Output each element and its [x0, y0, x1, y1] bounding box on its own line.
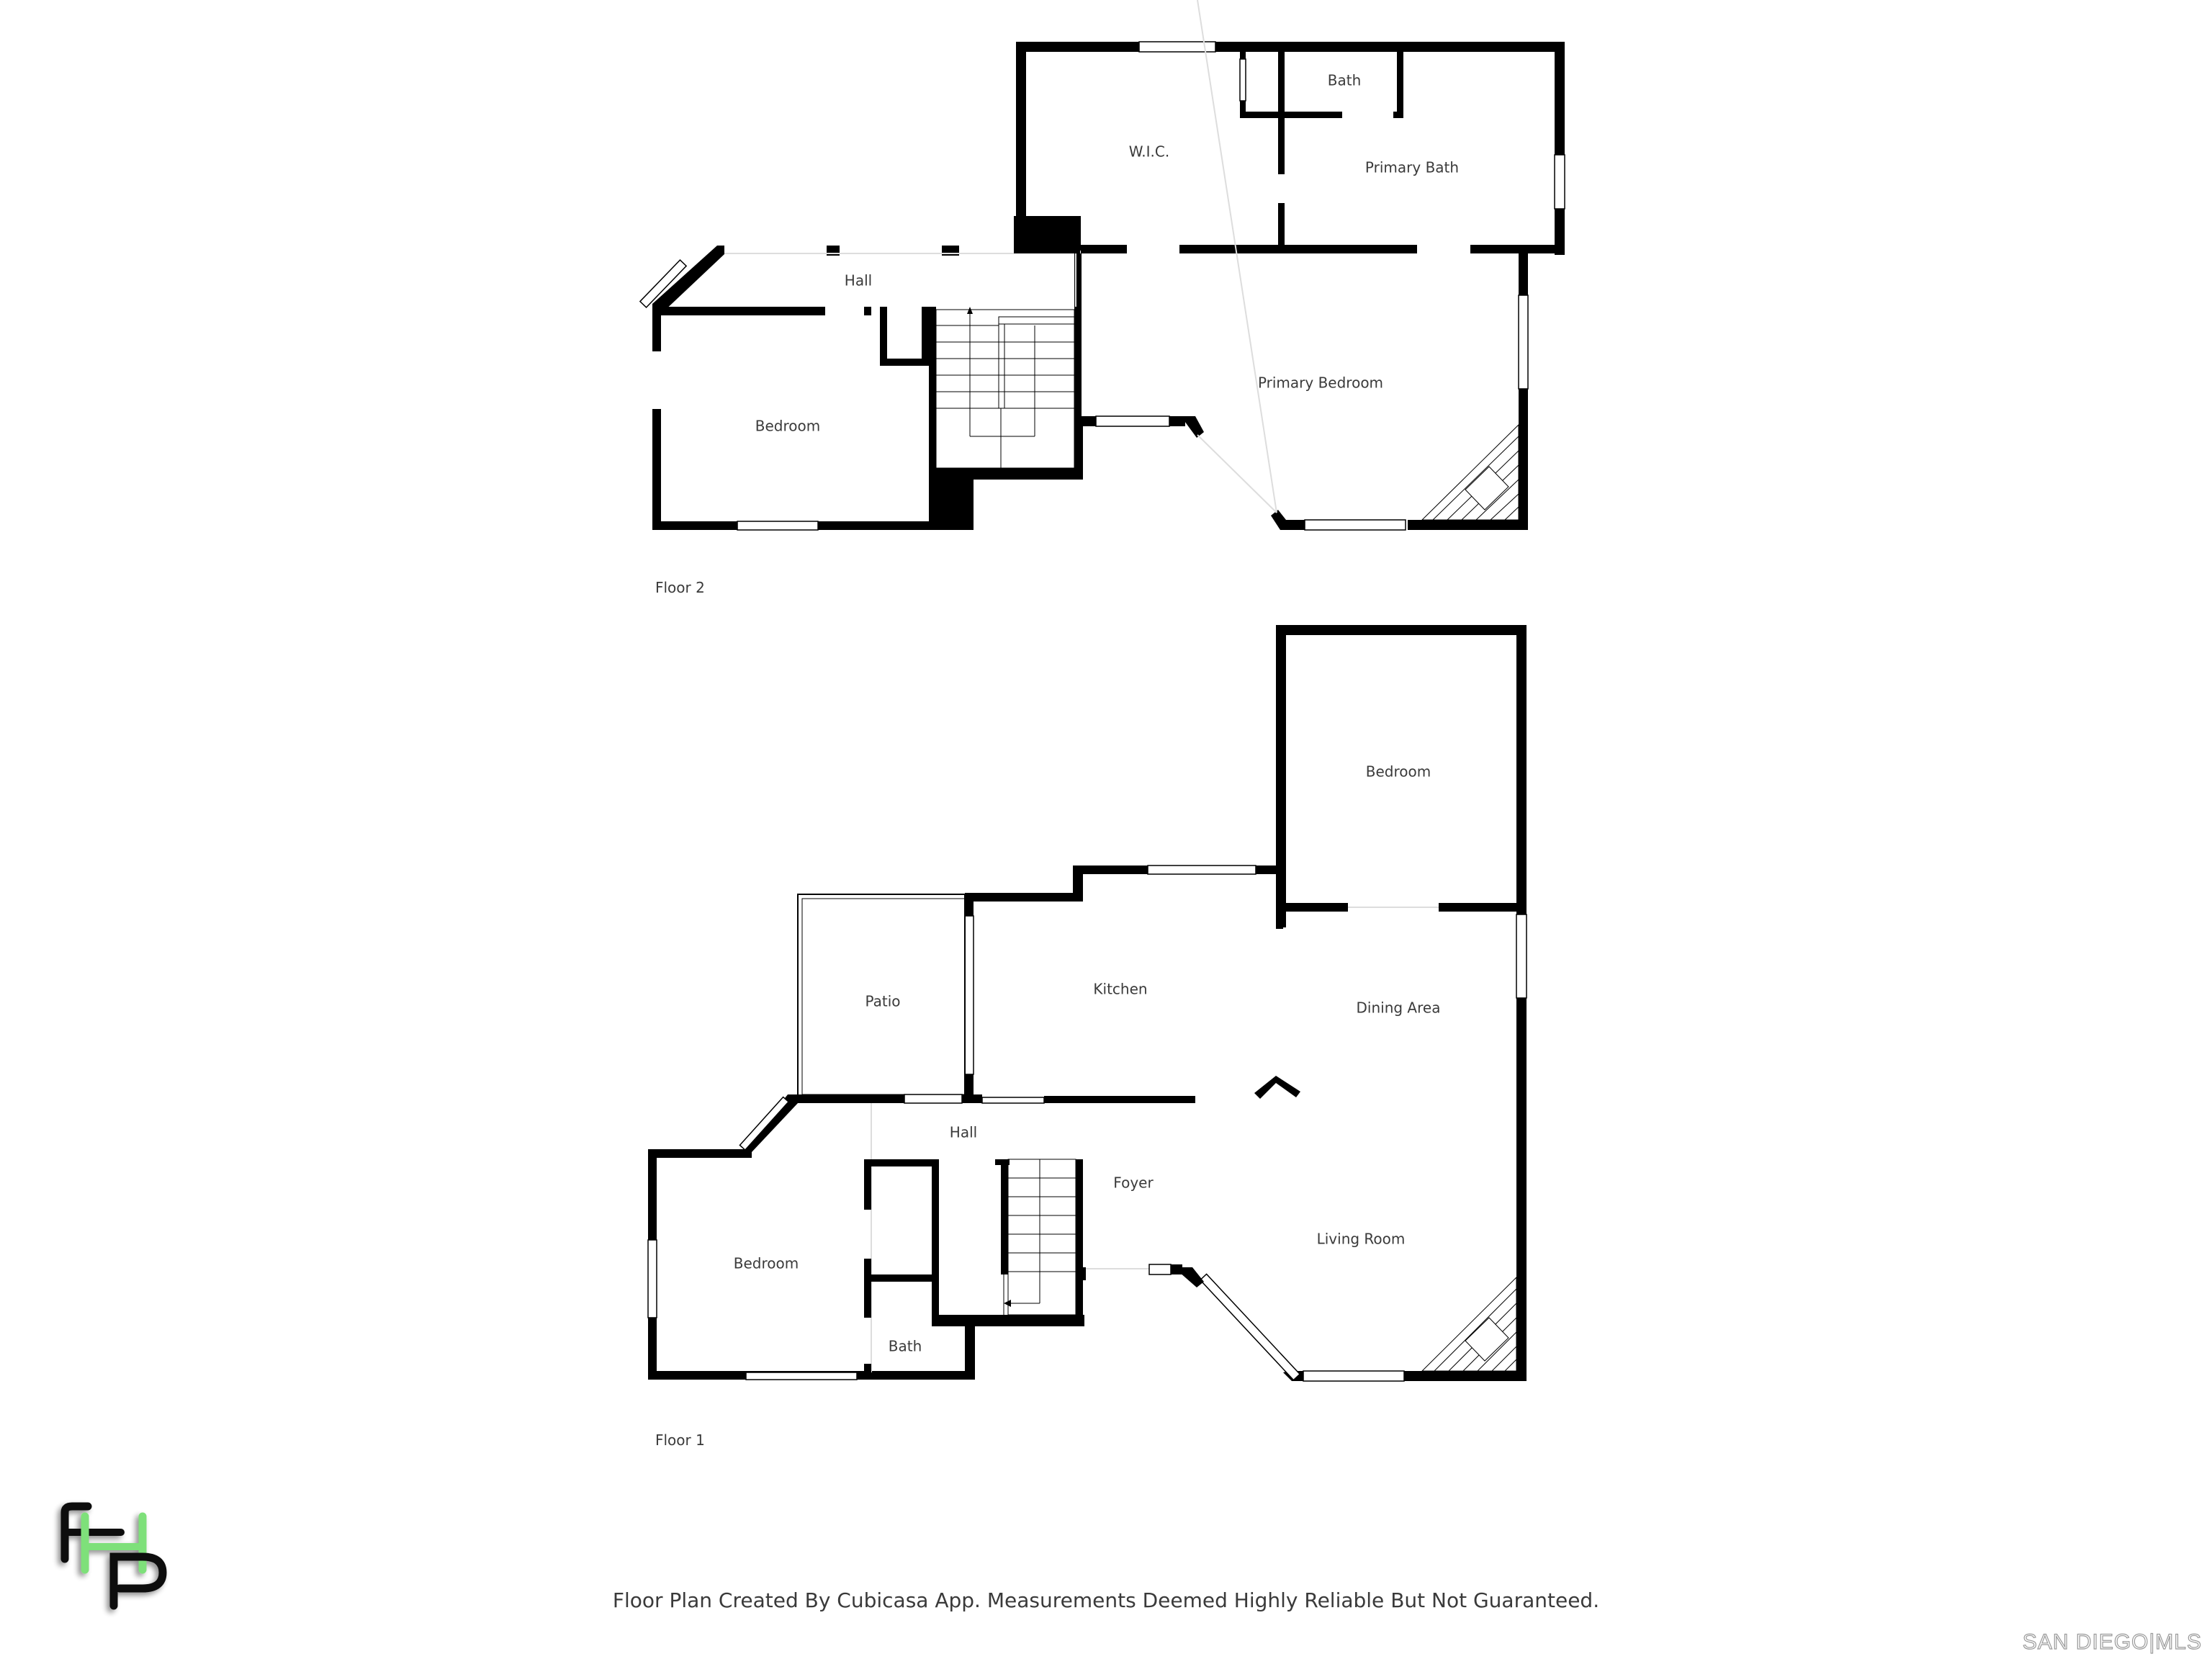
disclaimer-text: Floor Plan Created By Cubicasa App. Meas… — [612, 1588, 1600, 1612]
room-label-bedroom-f1-upper: Bedroom — [1366, 763, 1431, 781]
room-label-wic: W.I.C. — [1129, 143, 1169, 161]
staircase-floor1 — [1003, 1159, 1076, 1316]
floor-1-label: Floor 1 — [655, 1431, 705, 1449]
fhp-logo — [60, 1502, 167, 1610]
room-label-foyer: Foyer — [1113, 1174, 1154, 1192]
room-label-kitchen: Kitchen — [1093, 981, 1147, 998]
room-label-primary-bedroom: Primary Bedroom — [1258, 374, 1383, 392]
fireplace-icon — [1421, 1276, 1517, 1372]
room-label-hall-f1: Hall — [950, 1124, 977, 1141]
room-label-bath-f1: Bath — [889, 1338, 922, 1355]
room-label-primary-bath: Primary Bath — [1365, 159, 1459, 176]
staircase-floor2 — [935, 307, 1075, 469]
room-label-dining-area: Dining Area — [1357, 999, 1441, 1017]
room-label-bedroom-f1: Bedroom — [734, 1255, 799, 1272]
room-label-hall-f2: Hall — [845, 272, 872, 289]
fireplace-icon — [1421, 423, 1519, 521]
floor-1-plan — [647, 625, 1527, 1382]
floor-2-plan — [639, 0, 1565, 531]
room-label-bedroom-f2: Bedroom — [755, 418, 820, 435]
mls-watermark: SAN DIEGO|MLS — [2022, 1629, 2202, 1654]
floor-2-label: Floor 2 — [655, 579, 705, 596]
room-label-living-room: Living Room — [1317, 1231, 1406, 1248]
room-label-patio: Patio — [865, 993, 900, 1010]
room-label-bath-f2: Bath — [1328, 72, 1362, 89]
